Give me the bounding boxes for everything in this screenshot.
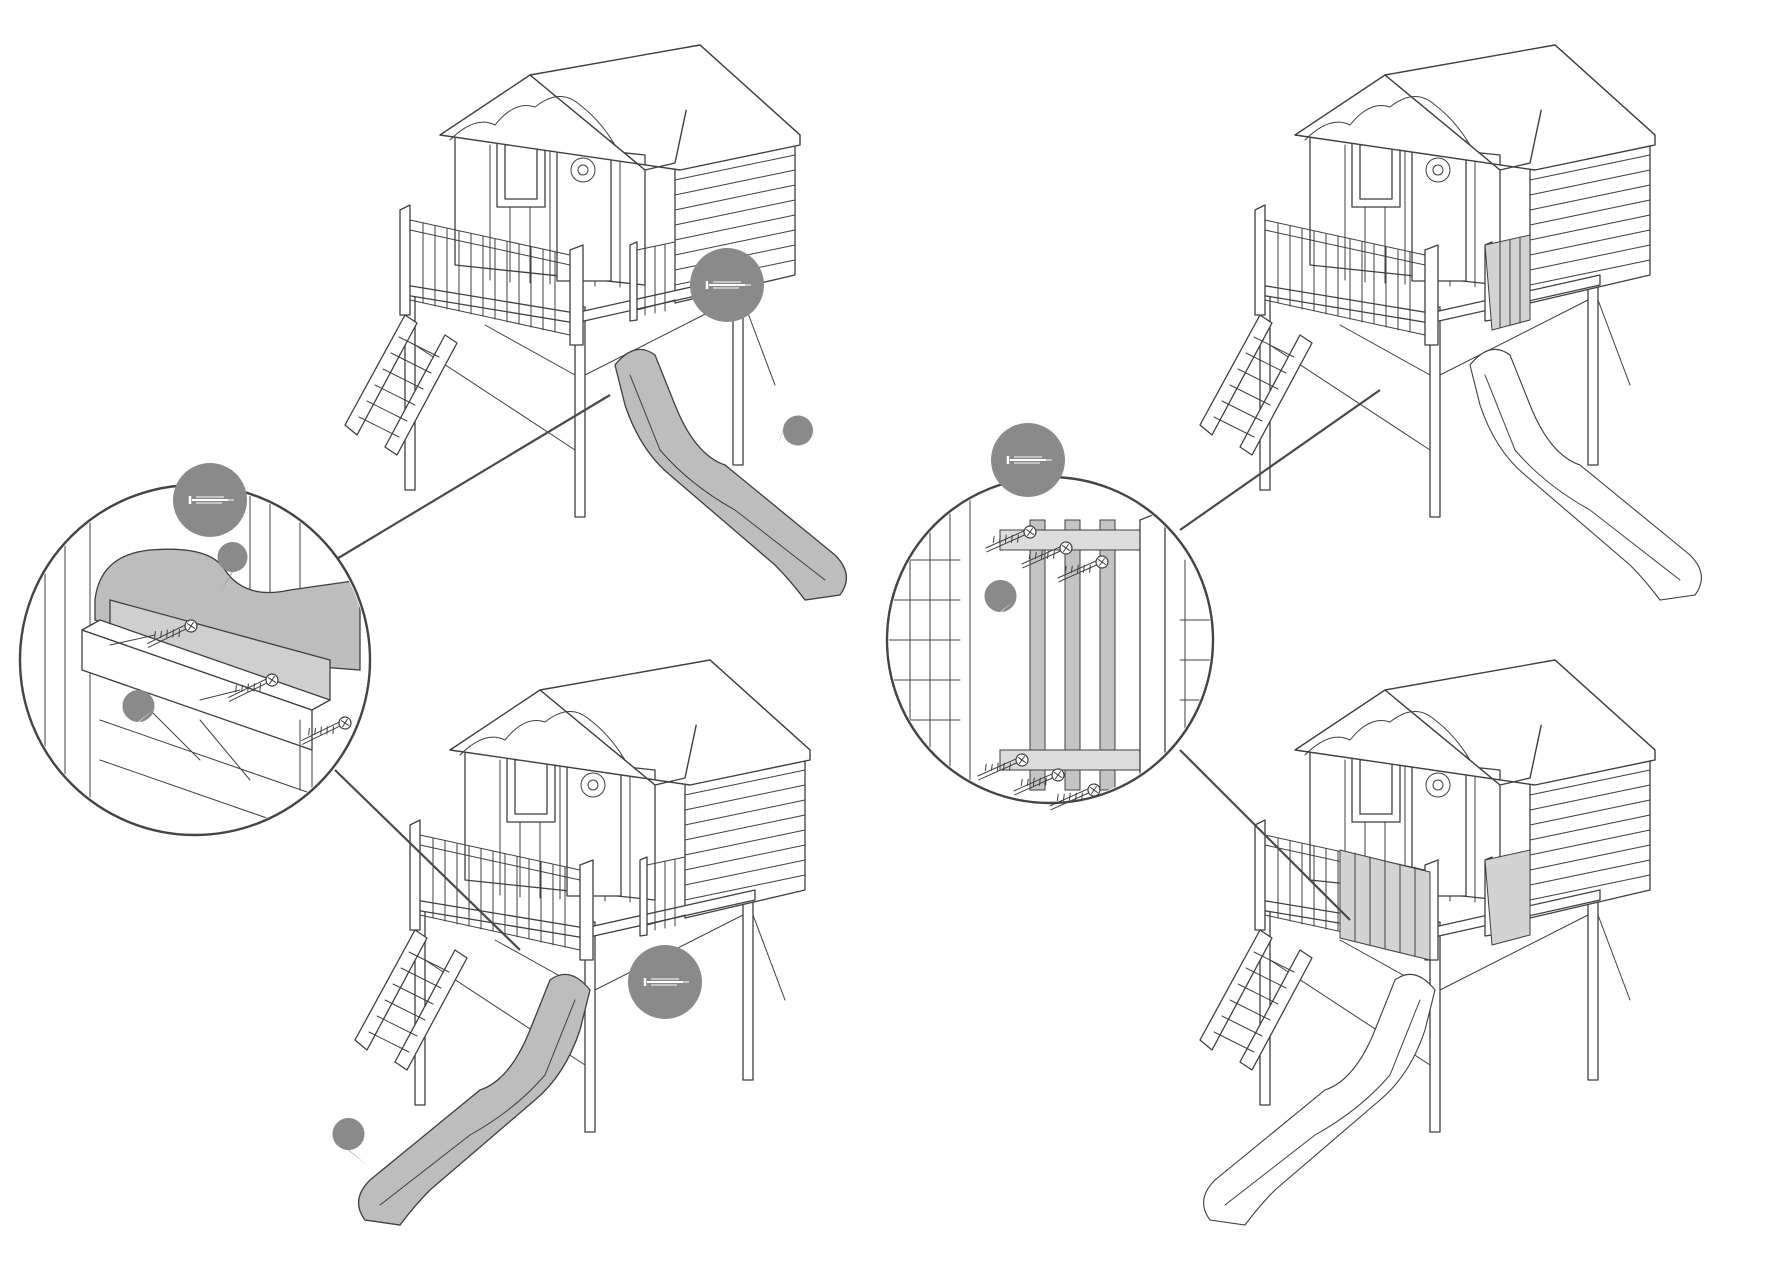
fence-highlight-top-right [1485,235,1530,330]
panel-step-3 [355,660,810,1225]
slide-outline-bottom [1204,974,1435,1225]
zoom-detail-fence-fixing [880,390,1380,920]
screw-badge-top [690,248,764,322]
pointer-dot-fence [985,580,1017,612]
zoom-badge-fence [991,423,1065,497]
screw-badge-bottom [628,945,702,1019]
pointer-dot-bottom-left-slide [332,1118,368,1166]
slide-highlighted-bottom [359,974,590,1225]
slide-highlighted [615,349,846,600]
slide-outline [1470,349,1701,600]
panel-step-1 [345,45,846,600]
zoom-badge-slide [173,463,247,537]
panel-step-2 [1200,45,1701,600]
pointer-dot-top-left-slide [775,416,813,453]
panel-step-4 [1200,660,1655,1225]
